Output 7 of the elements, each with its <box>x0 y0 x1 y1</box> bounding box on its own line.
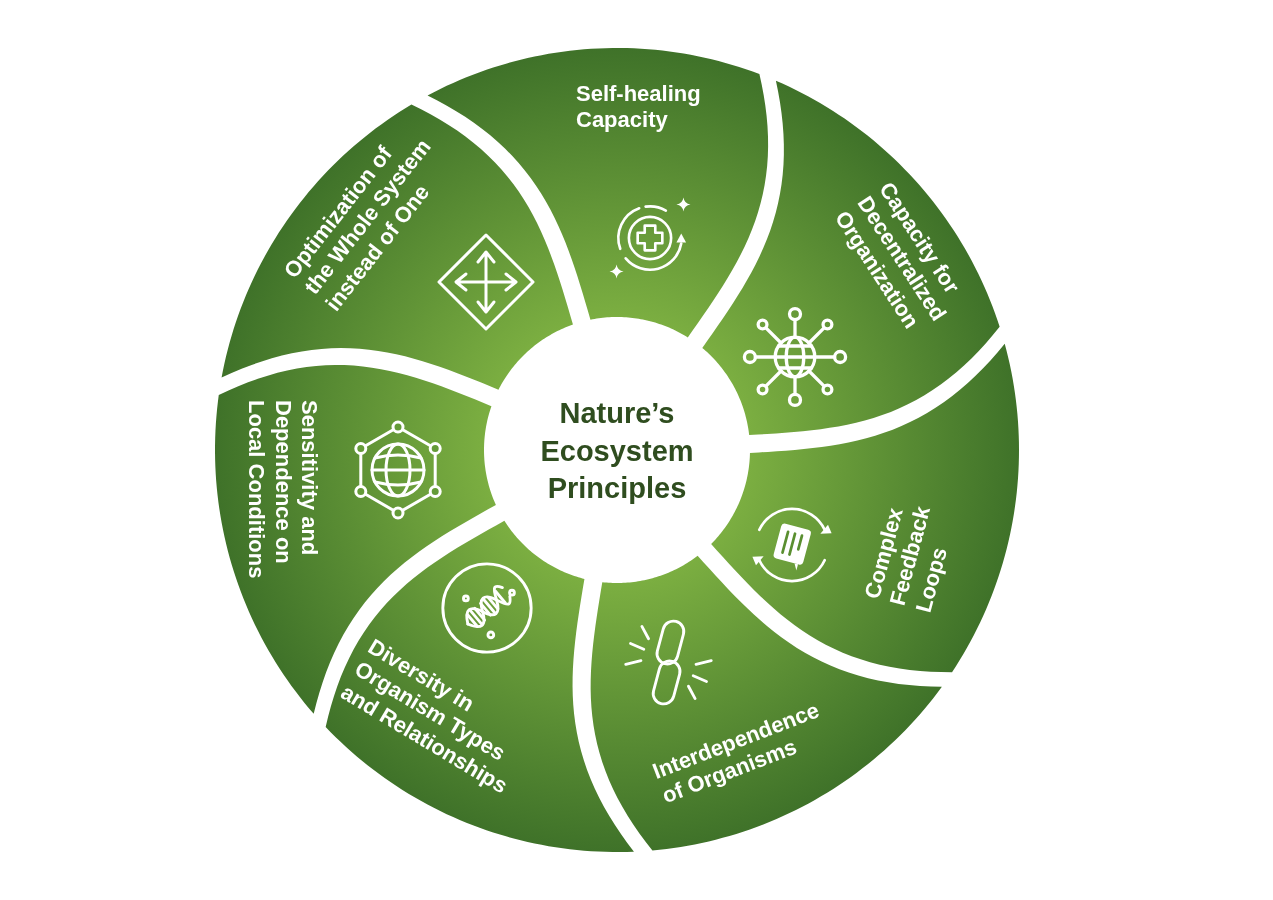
wheel-segment <box>325 520 634 852</box>
wheel-segment <box>702 80 1000 436</box>
segment-label: Sensitivity and Dependence on Local Conditions <box>242 400 322 581</box>
segment-label: Self-healing Capacity <box>576 80 702 134</box>
wheel-segment <box>221 104 573 390</box>
center-heading: Nature’s Ecosystem Principles <box>527 395 707 509</box>
wheel-segment <box>711 343 1019 673</box>
